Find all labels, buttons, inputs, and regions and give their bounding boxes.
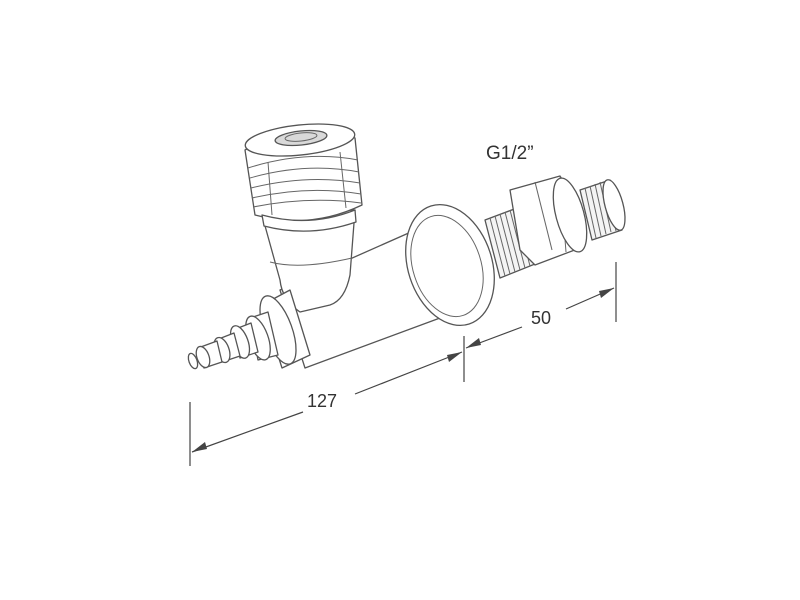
wall-flange bbox=[405, 203, 495, 327]
hose-nozzle bbox=[187, 289, 311, 370]
knob-cap bbox=[244, 123, 356, 157]
dimension-127-label: 127 bbox=[307, 391, 337, 411]
dimension-127 bbox=[189, 336, 465, 466]
dimension-50-label: 50 bbox=[531, 308, 551, 328]
valve-bonnet bbox=[261, 209, 356, 313]
dimension-50 bbox=[465, 262, 617, 349]
outlet-thread bbox=[579, 179, 626, 241]
thread-size-label: G1/2” bbox=[486, 143, 534, 164]
hex-nut bbox=[509, 175, 588, 266]
